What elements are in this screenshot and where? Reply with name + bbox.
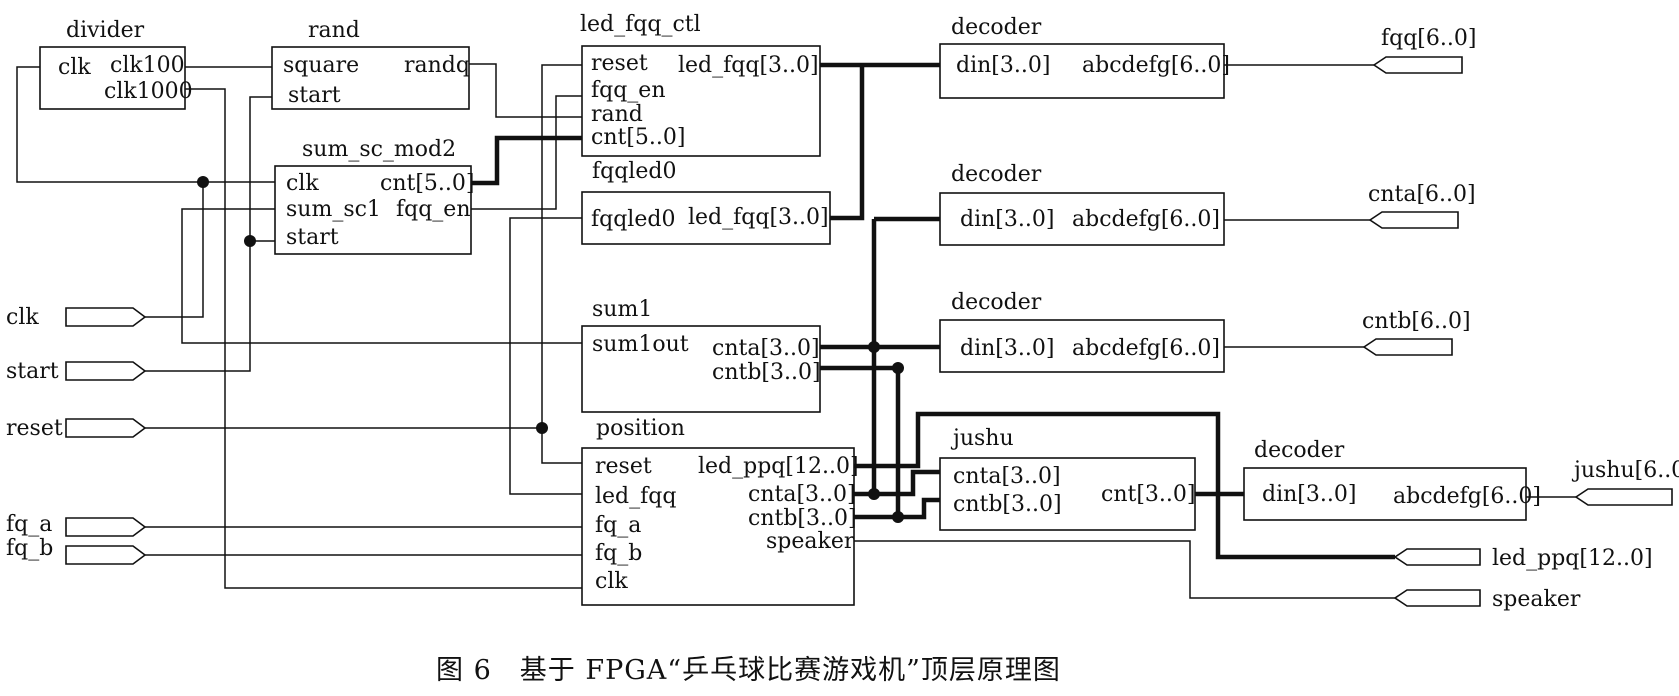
svg-text:clk: clk [6, 305, 39, 330]
port-label: din[3..0] [960, 207, 1054, 232]
port-label: fqq_en [591, 78, 666, 103]
port-label: cnta[3..0] [953, 464, 1061, 489]
block-title: decoder [1254, 438, 1345, 463]
port-label: sum_sc1 [286, 197, 381, 222]
port-label: fqq_en [396, 197, 471, 222]
port-label: clk100 [110, 53, 185, 78]
svg-text:cntb[6..0]: cntb[6..0] [1362, 309, 1471, 334]
port-label: abcdefg[6..0] [1082, 53, 1230, 78]
thin-wires [16, 63, 1576, 599]
svg-text:reset: reset [6, 416, 63, 441]
block-divider: divider clk clk100 clk1000 [39, 18, 193, 110]
port-label: din[3..0] [1262, 482, 1356, 507]
block-sum-sc-mod2: sum_sc_mod2 clk cnt[5..0] sum_sc1 fqq_en… [274, 137, 474, 255]
svg-text:fqq[6..0]: fqq[6..0] [1381, 26, 1476, 51]
block-title: decoder [951, 15, 1042, 40]
output-pin-cnta: cnta[6..0] [1368, 182, 1476, 229]
block-decoder-1: decoder din[3..0] abcdefg[6..0] [939, 15, 1230, 99]
output-pin-jushu: jushu[6..0] [1571, 458, 1679, 506]
block-title: sum_sc_mod2 [302, 137, 456, 162]
port-label: cntb[3..0] [953, 492, 1062, 517]
input-pin-fq-b: fq_b [6, 536, 147, 565]
block-fqqled0: fqqled0 fqqled0 led_fqq[3..0] [581, 159, 831, 245]
port-label: led_fqq [595, 484, 676, 509]
block-title: fqqled0 [592, 159, 676, 184]
port-label: cnta[3..0] [748, 482, 856, 507]
output-pins: fqq[6..0] cnta[6..0] cntb[6..0] jushu[6.… [1362, 26, 1679, 612]
block-jushu: jushu cnta[3..0] cntb[3..0] cnt[3..0] [939, 426, 1196, 531]
port-label: fq_b [595, 541, 642, 566]
svg-text:fq_a: fq_a [6, 512, 52, 537]
port-label: abcdefg[6..0] [1072, 336, 1220, 361]
svg-text:jushu[6..0]: jushu[6..0] [1571, 458, 1679, 483]
port-label: din[3..0] [960, 336, 1054, 361]
port-label: led_fqq[3..0] [688, 205, 829, 230]
port-label: cnt[5..0] [380, 171, 474, 196]
svg-text:start: start [6, 359, 59, 384]
port-label: reset [591, 51, 648, 76]
port-label: fq_a [595, 513, 641, 538]
figure-caption: 图 6 基于 FPGA“乒乓球比赛游戏机”顶层原理图 [436, 655, 1061, 686]
block-title: sum1 [592, 297, 652, 322]
port-label: clk [286, 171, 319, 196]
junction-dots [197, 176, 904, 523]
input-pin-fq-a: fq_a [6, 512, 147, 537]
port-label: start [288, 83, 341, 108]
port-label: clk [58, 55, 91, 80]
svg-text:fq_b: fq_b [6, 536, 53, 561]
block-sum1: sum1 sum1out cnta[3..0] cntb[3..0] [581, 297, 821, 413]
port-label: cnta[3..0] [712, 336, 820, 361]
block-decoder-2: decoder din[3..0] abcdefg[6..0] [939, 162, 1225, 246]
block-title: decoder [951, 290, 1042, 315]
block-position: position reset led_ppq[12..0] led_fqq cn… [581, 416, 859, 606]
port-label: abcdefg[6..0] [1393, 484, 1541, 509]
output-pin-speaker: speaker [1393, 587, 1581, 612]
block-decoder-4: decoder din[3..0] abcdefg[6..0] [1243, 438, 1541, 521]
port-label: clk [595, 569, 628, 594]
bus-wires [471, 62, 1395, 560]
block-title: led_fqq_ctl [580, 12, 701, 37]
port-label: cntb[3..0] [712, 360, 821, 385]
svg-text:speaker: speaker [1492, 587, 1581, 612]
port-label: sum1out [592, 332, 689, 357]
block-title: rand [308, 18, 360, 43]
svg-text:cnta[6..0]: cnta[6..0] [1368, 182, 1476, 207]
block-title: divider [66, 18, 145, 43]
port-label: din[3..0] [956, 53, 1050, 78]
port-label: cnt[5..0] [591, 125, 685, 150]
block-title: decoder [951, 162, 1042, 187]
port-label: speaker [766, 529, 855, 554]
block-title: position [596, 416, 685, 441]
block-rand: rand square randq start [271, 18, 470, 110]
port-label: reset [595, 454, 652, 479]
port-label: led_fqq[3..0] [678, 53, 819, 78]
port-label: rand [591, 102, 643, 127]
port-label: cntb[3..0] [748, 506, 857, 531]
block-decoder-3: decoder din[3..0] abcdefg[6..0] [939, 290, 1225, 373]
port-label: led_ppq[12..0] [698, 454, 859, 479]
input-pin-reset: reset [6, 416, 147, 441]
port-label: abcdefg[6..0] [1072, 207, 1220, 232]
port-label: clk1000 [104, 79, 193, 104]
input-pins: clk start reset fq_a fq_b [6, 305, 147, 565]
output-pin-led-ppq: led_ppq[12..0] [1393, 546, 1653, 571]
input-pin-clk: clk [6, 305, 147, 330]
port-label: cnt[3..0] [1101, 482, 1195, 507]
output-pin-cntb: cntb[6..0] [1362, 309, 1471, 356]
port-label: square [283, 53, 359, 78]
output-pin-fqq: fqq[6..0] [1372, 26, 1476, 74]
input-pin-start: start [6, 359, 147, 384]
port-label: randq [404, 53, 470, 78]
block-title: jushu [950, 426, 1014, 451]
block-led-fqq-ctl: led_fqq_ctl reset led_fqq[3..0] fqq_en r… [580, 12, 821, 157]
port-label: start [286, 225, 339, 250]
svg-text:led_ppq[12..0]: led_ppq[12..0] [1492, 546, 1653, 571]
port-label: fqqled0 [591, 207, 675, 232]
